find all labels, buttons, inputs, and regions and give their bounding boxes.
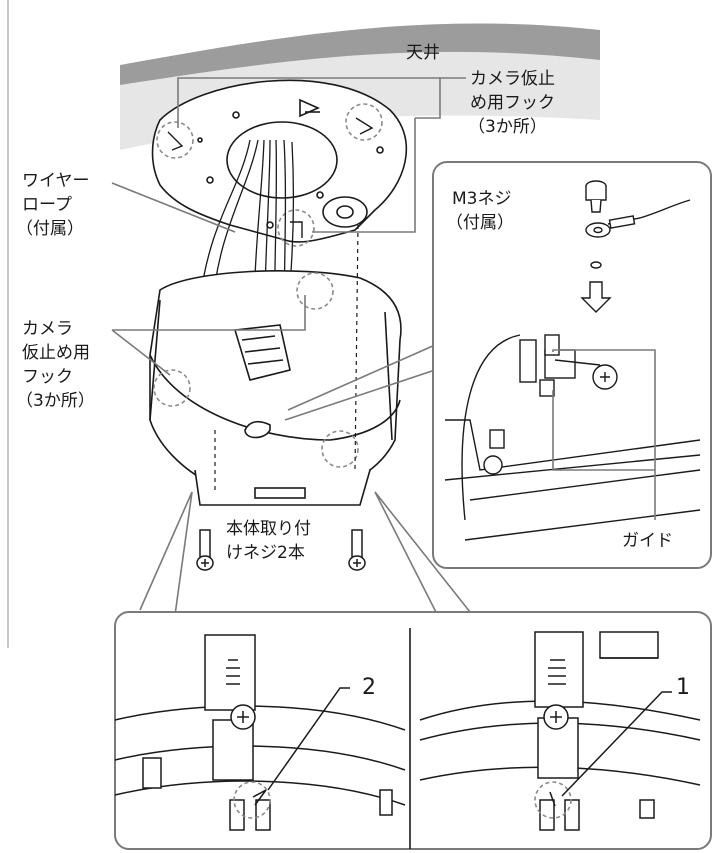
- label-m3-screw-line1: M3ネジ: [452, 189, 512, 209]
- hook-highlight-circles-top: [156, 103, 383, 247]
- label-hook-left-line2: 仮止め用: [22, 343, 90, 363]
- screw-closeup-panel: [114, 611, 712, 850]
- label-wire-rope-line3: （付属）: [16, 219, 84, 239]
- label-hook-top-line1: カメラ仮止: [470, 69, 555, 89]
- camera-body: [149, 270, 402, 506]
- zoom-lines: [139, 491, 471, 621]
- m3-screw-detail-panel: [432, 161, 712, 569]
- closeup-screw-2: [114, 634, 406, 831]
- label-number-2: 2: [362, 675, 376, 700]
- label-number-1: 1: [676, 675, 690, 700]
- label-hook-left-line1: カメラ: [22, 319, 73, 339]
- label-body-screws-line2: けネジ2本: [226, 543, 305, 563]
- label-hook-left-line4: （3か所）: [16, 391, 95, 411]
- label-body-screws-line1: 本体取り付: [226, 519, 311, 539]
- label-hook-top-line2: め用フック: [470, 93, 555, 113]
- callout-lines: [111, 77, 466, 421]
- label-hook-left-line3: フック: [22, 367, 73, 387]
- label-wire-rope-line1: ワイヤー: [22, 171, 90, 191]
- label-wire-rope-line2: ロープ: [22, 195, 72, 215]
- hook-highlight-circles-body: [153, 272, 359, 468]
- closeup-screw-1: [419, 631, 701, 831]
- body-mounting-screws: [196, 529, 366, 571]
- hook-shapes-top: [167, 117, 374, 238]
- label-guide: ガイド: [622, 531, 673, 551]
- mounting-bracket: [151, 79, 408, 243]
- label-hook-top-line3: （3か所）: [468, 117, 547, 137]
- alignment-lines: [214, 224, 359, 490]
- label-ceiling: 天井: [406, 43, 440, 63]
- label-m3-screw-line2: （付属）: [446, 213, 514, 233]
